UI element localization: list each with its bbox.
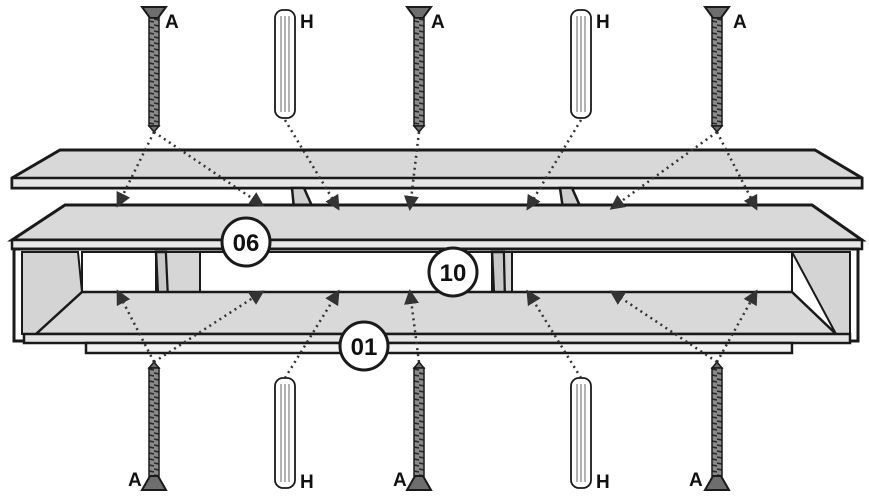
arrow [715, 289, 758, 363]
top-board-front-edge [10, 176, 864, 190]
arrow [283, 289, 340, 379]
dowel-label-top-2: H [596, 12, 610, 33]
part-callout-06: 06 [220, 216, 272, 268]
screw-label-top-1: A [165, 12, 179, 33]
assembly-arrows [116, 119, 758, 379]
dowel-top-2 [570, 9, 592, 119]
dowel-top-1 [274, 9, 296, 119]
cabinet-floor [32, 290, 840, 336]
screw-bottom-3 [703, 360, 731, 491]
part-label-06: 06 [233, 230, 260, 257]
dowel-bottom-2 [570, 377, 592, 489]
screw-top-1 [140, 6, 168, 134]
arrow [526, 289, 583, 379]
screw-bottom-2 [405, 360, 433, 491]
dowel-label-top-1: H [300, 12, 314, 33]
screw-label-bottom-3: A [689, 470, 703, 491]
screw-label-bottom-1: A [128, 470, 142, 491]
left-compartment-opening [81, 251, 157, 293]
screw-bottom-1 [140, 360, 168, 491]
bottom-hardware: A H A H A [128, 360, 731, 493]
arrow [403, 131, 421, 211]
plinth [84, 341, 794, 355]
arrow [153, 130, 265, 207]
right-opening [511, 251, 793, 293]
arrow [715, 131, 758, 211]
screw-top-2 [405, 6, 433, 134]
shelf-06-surface [7, 203, 867, 242]
arrow [283, 119, 340, 211]
part-label-01: 01 [351, 334, 378, 361]
dowel-label-bottom-2: H [596, 472, 610, 493]
screw-top-3 [703, 6, 731, 134]
bottom-panel-01 [22, 332, 852, 345]
dowel-bottom-1 [274, 377, 296, 489]
screw-label-top-3: A [733, 12, 747, 33]
arrow [116, 131, 156, 208]
top-hardware: A H A H A [140, 6, 747, 134]
arrow [116, 289, 156, 363]
screw-label-top-2: A [431, 12, 445, 33]
part-callout-10: 10 [427, 246, 479, 298]
dowel-label-bottom-1: H [300, 472, 314, 493]
arrow [526, 119, 583, 211]
part-callout-01: 01 [338, 320, 390, 372]
cabinet-assembly [7, 148, 867, 355]
part-label-10: 10 [440, 260, 467, 287]
arrow [609, 130, 718, 210]
screw-label-bottom-2: A [393, 470, 407, 491]
